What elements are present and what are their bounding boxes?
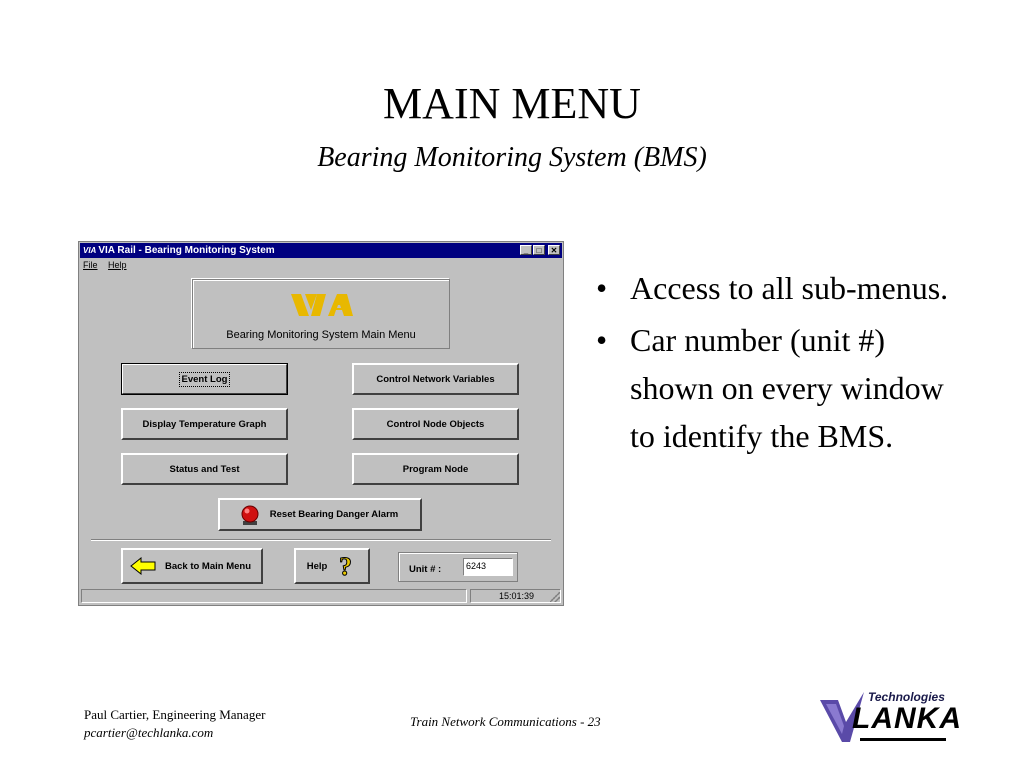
bullet-icon: • (596, 270, 608, 306)
back-to-main-menu-label: Back to Main Menu (164, 560, 252, 572)
logo-technologies: Technologies (868, 690, 945, 704)
logo-lanka: LANKA (852, 702, 962, 735)
logo-underline (860, 738, 946, 741)
maximize-button[interactable]: □ (533, 245, 545, 255)
alarm-light-icon (241, 505, 259, 525)
unit-number-field[interactable]: 6243 (463, 558, 513, 576)
bullet-item: • Access to all sub-menus. (590, 264, 970, 312)
control-node-objects-button[interactable]: Control Node Objects (352, 408, 519, 440)
close-button[interactable]: ✕ (548, 245, 560, 255)
header-panel: Bearing Monitoring System Main Menu (192, 279, 450, 349)
status-and-test-label: Status and Test (169, 463, 240, 475)
lanka-logo: Technologies LANKA (820, 690, 961, 746)
program-node-label: Program Node (402, 463, 469, 475)
slide-title: MAIN MENU (383, 79, 641, 128)
display-temperature-graph-label: Display Temperature Graph (142, 418, 267, 430)
bullet-text: Access to all sub-menus. (630, 270, 949, 306)
via-logo-icon (291, 294, 353, 316)
svg-text:?: ? (339, 553, 352, 579)
status-and-test-button[interactable]: Status and Test (121, 453, 288, 485)
event-log-button[interactable]: Event Log (121, 363, 288, 395)
bullet-icon: • (596, 322, 608, 358)
bullet-item: • Car number (unit #) shown on every wind… (590, 316, 970, 460)
status-pane-main (81, 589, 467, 603)
status-time: 15:01:39 (470, 589, 561, 603)
reset-alarm-button[interactable]: Reset Bearing Danger Alarm (218, 498, 422, 531)
control-network-variables-label: Control Network Variables (376, 373, 495, 385)
bullet-list: • Access to all sub-menus. • Car number (u… (590, 264, 970, 464)
help-button[interactable]: Help ? (294, 548, 370, 584)
status-bar: 15:01:39 (81, 589, 561, 603)
reset-alarm-label: Reset Bearing Danger Alarm (269, 509, 399, 520)
lanka-v-mark-icon (820, 692, 864, 742)
event-log-label: Event Log (178, 371, 231, 387)
control-node-objects-label: Control Node Objects (386, 418, 485, 430)
menu-file[interactable]: File (83, 260, 98, 270)
bullet-text: Car number (unit #) shown on every windo… (630, 322, 944, 454)
unit-number-box: Unit # : 6243 (398, 552, 518, 582)
display-temperature-graph-button[interactable]: Display Temperature Graph (121, 408, 288, 440)
footer-center-text: Train Network Communications - 23 (410, 714, 601, 729)
footer-author: Paul Cartier, Engineering Manager (84, 707, 266, 722)
minimize-button[interactable]: _ (520, 245, 532, 255)
menu-help[interactable]: Help (108, 260, 127, 270)
footer-email[interactable]: pcartier@techlanka.com (84, 725, 214, 740)
divider (91, 539, 551, 541)
window-controls: _ □ ✕ (520, 245, 560, 255)
control-network-variables-button[interactable]: Control Network Variables (352, 363, 519, 395)
via-logo-small: VIA (83, 246, 97, 255)
resize-grip-icon[interactable] (550, 592, 560, 602)
help-label: Help (306, 560, 328, 572)
back-to-main-menu-button[interactable]: Back to Main Menu (121, 548, 263, 584)
unit-number-label: Unit # : (409, 564, 442, 575)
menu-bar: File Help (83, 260, 135, 270)
footer-author-block: Paul Cartier, Engineering Manager pcarti… (84, 706, 265, 742)
window-title: VIA Rail - Bearing Monitoring System (98, 245, 275, 256)
slide-subtitle: Bearing Monitoring System (BMS) (317, 142, 707, 173)
header-text: Bearing Monitoring System Main Menu (226, 329, 416, 341)
back-arrow-icon (130, 557, 156, 575)
program-node-button[interactable]: Program Node (352, 453, 519, 485)
question-mark-icon: ? (339, 553, 353, 579)
